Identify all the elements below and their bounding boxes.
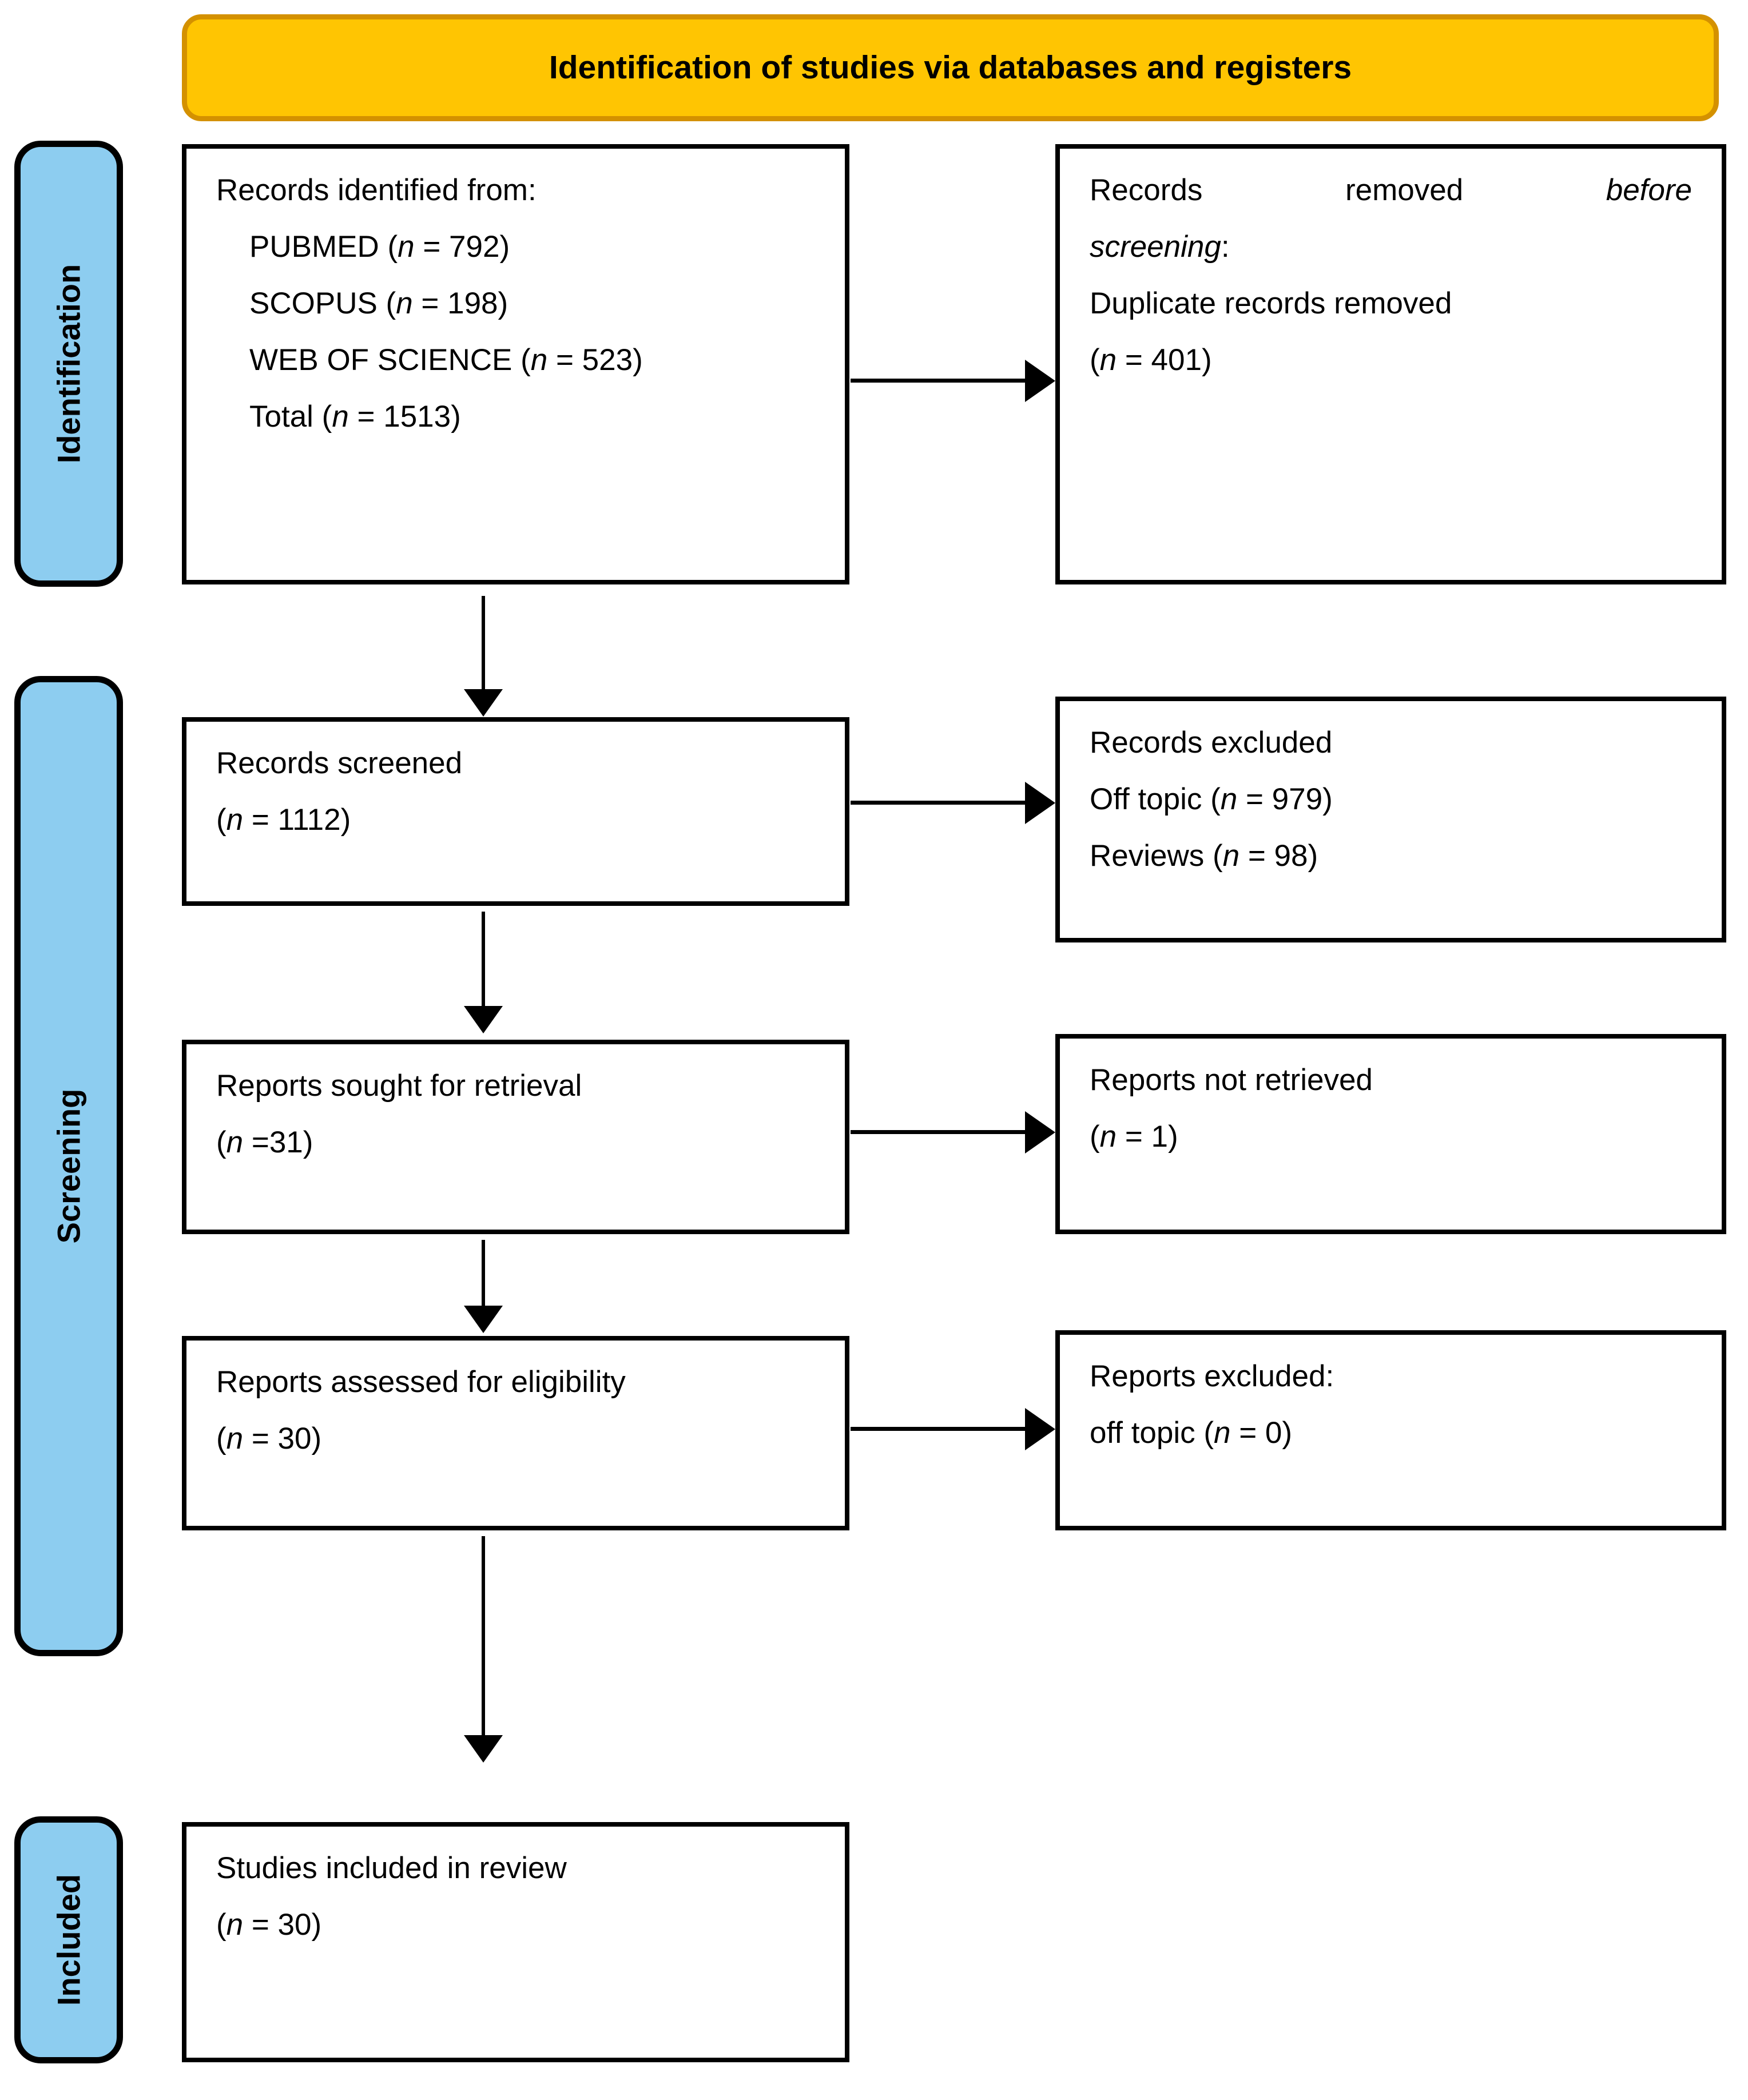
box-reports-not-retrieved: Reports not retrieved (n = 1)	[1055, 1034, 1726, 1234]
arrow-sought-to-notretrieved-head-icon	[1025, 1111, 1055, 1154]
stage-rail-included: Included	[14, 1816, 123, 2063]
records-removed-heading-line2: screening:	[1090, 230, 1230, 264]
arrow-screened-to-sought-head-icon	[464, 1006, 503, 1033]
stage-rail-screening: Screening	[14, 676, 123, 1656]
arrow-screened-to-sought-line	[482, 912, 485, 1010]
box-records-removed: Records removed before screening: Duplic…	[1055, 144, 1726, 584]
arrow-assessed-to-repexcluded-line	[851, 1427, 1028, 1431]
arrow-assessed-to-included-line	[482, 1536, 485, 1737]
arrow-sought-to-assessed-head-icon	[464, 1306, 503, 1333]
reports-sought-heading: Reports sought for retrieval	[216, 1069, 582, 1103]
source-total: Total (n = 1513)	[249, 400, 461, 433]
duplicate-records-removed-label: Duplicate records removed	[1090, 287, 1452, 320]
box-records-excluded: Records excluded Off topic (n = 979) Rev…	[1055, 697, 1726, 942]
arrow-identified-to-screened-head-icon	[464, 689, 503, 717]
reports-not-retrieved-count: (n = 1)	[1090, 1120, 1178, 1154]
reports-excluded-heading: Reports excluded:	[1090, 1359, 1334, 1393]
source-pubmed: PUBMED (n = 792)	[249, 230, 510, 264]
reports-assessed-count: (n = 30)	[216, 1422, 322, 1455]
reports-excluded-off-topic: off topic (n = 0)	[1090, 1416, 1293, 1450]
duplicate-records-removed-count: (n = 401)	[1090, 343, 1212, 377]
source-scopus: SCOPUS (n = 198)	[249, 287, 508, 320]
stage-rail-included-label: Included	[50, 1874, 87, 2006]
box-reports-excluded: Reports excluded: off topic (n = 0)	[1055, 1330, 1726, 1530]
source-web-of-science: WEB OF SCIENCE (n = 523)	[249, 343, 643, 377]
records-removed-heading-line1: Records removed before	[1090, 173, 1692, 207]
arrow-identified-to-removed-head-icon	[1025, 360, 1055, 402]
studies-included-count: (n = 30)	[216, 1908, 322, 1942]
records-excluded-heading: Records excluded	[1090, 726, 1333, 759]
stage-rail-identification: Identification	[14, 141, 123, 587]
box-studies-included: Studies included in review (n = 30)	[182, 1822, 849, 2062]
banner-title: Identification of studies via databases …	[549, 49, 1352, 86]
arrow-screened-to-excluded-line	[851, 801, 1028, 805]
studies-included-heading: Studies included in review	[216, 1851, 567, 1885]
box-records-screened: Records screened (n = 1112)	[182, 717, 849, 906]
arrow-sought-to-notretrieved-line	[851, 1130, 1028, 1134]
records-identified-heading: Records identified from:	[216, 173, 537, 207]
arrow-sought-to-assessed-line	[482, 1240, 485, 1307]
box-reports-sought: Reports sought for retrieval (n =31)	[182, 1040, 849, 1234]
reports-sought-count: (n =31)	[216, 1125, 313, 1159]
stage-rail-identification-label: Identification	[50, 264, 87, 464]
arrow-identified-to-removed-line	[851, 379, 1028, 383]
records-excluded-off-topic: Off topic (n = 979)	[1090, 782, 1333, 816]
records-screened-count: (n = 1112)	[216, 803, 351, 837]
identification-banner: Identification of studies via databases …	[182, 14, 1719, 121]
box-records-identified: Records identified from: PUBMED (n = 792…	[182, 144, 849, 584]
records-excluded-reviews: Reviews (n = 98)	[1090, 839, 1318, 873]
stage-rail-screening-label: Screening	[50, 1088, 87, 1244]
arrow-screened-to-excluded-head-icon	[1025, 782, 1055, 824]
reports-assessed-heading: Reports assessed for eligibility	[216, 1365, 626, 1399]
arrow-assessed-to-repexcluded-head-icon	[1025, 1408, 1055, 1450]
records-screened-heading: Records screened	[216, 746, 463, 780]
reports-not-retrieved-heading: Reports not retrieved	[1090, 1063, 1373, 1097]
box-reports-assessed: Reports assessed for eligibility (n = 30…	[182, 1336, 849, 1530]
arrow-assessed-to-included-head-icon	[464, 1735, 503, 1763]
arrow-identified-to-screened-line	[482, 596, 485, 693]
